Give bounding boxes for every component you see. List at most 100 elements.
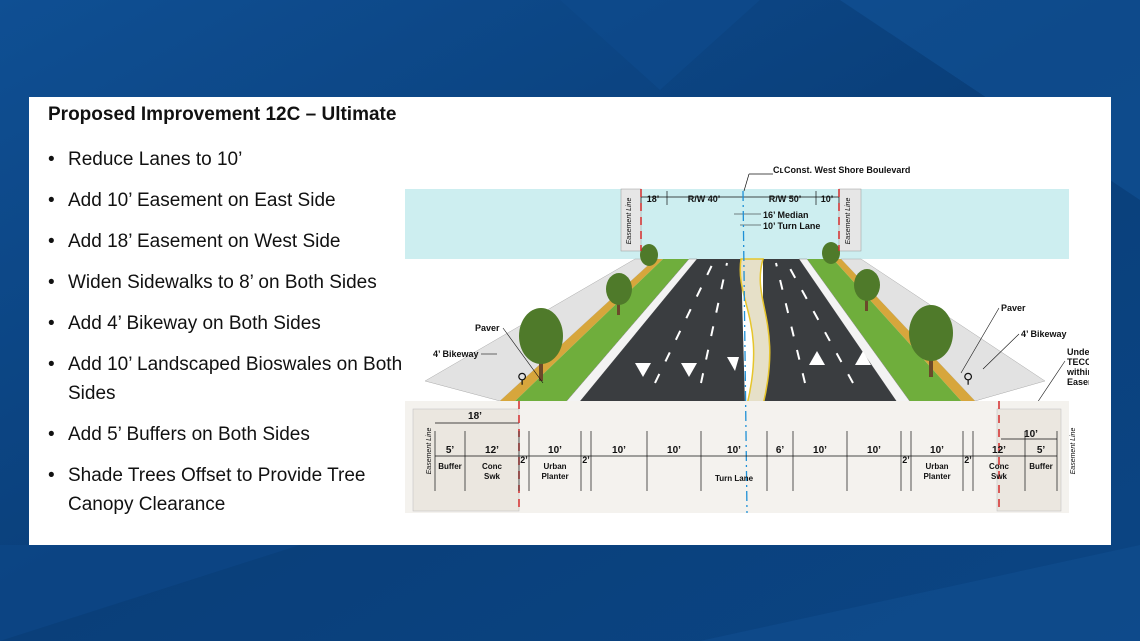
gap-dim: 2’ [964,455,972,465]
bottom-dim-ticks [434,431,1058,491]
left-roadway [577,259,745,405]
slide-title: Proposed Improvement 12C – Ultimate [48,104,397,125]
planter-right-label-1: Urban [925,462,948,471]
easement-line-label-top-right: Easement Line [845,198,852,245]
bullet-text: Widen Sidewalks to 8’ on Both Sides [68,272,377,293]
bullet-item: • Add 4’ Bikeway on Both Sides [48,309,408,338]
tree-trunk [865,295,868,311]
tree-trunk [617,299,620,315]
sidewalk-left-label-1: Conc [482,462,503,471]
down-arrow-icon [635,363,651,377]
bullet-dot-icon: • [48,190,55,211]
planter-left-dim: 10’ [548,445,562,456]
left-bikeway-label: 4’ Bikeway [433,349,479,359]
centerline-symbol: Cʟ [773,165,784,175]
road-cross-section-diagram: Easement Line Easement Line 18’ R/W 40’ … [405,165,1089,514]
bullet-item: •Shade Trees Offset to Provide Tree Cano… [48,461,408,519]
top-dim-rw40: R/W 40’ [688,194,721,204]
tree-icon [519,308,563,364]
sky-band [405,189,1069,259]
sidewalk-right-label-2: Swk [991,472,1008,481]
right-bikeway-label: 4’ Bikeway [1021,329,1067,339]
bullet-dot-icon: • [48,231,55,252]
tree-icon [822,242,840,264]
turn-lane-label: 10’ Turn Lane [763,221,820,231]
centerline-label: Const. West Shore Boulevard [784,165,910,175]
sidewalk-left-label-2: Swk [484,472,501,481]
left-paver-leader [502,327,544,384]
top-dim-rw50: R/W 50’ [769,194,802,204]
right-paver-label: Paver [1001,303,1026,313]
right-grass [807,259,963,403]
sidewalk-right-label-1: Conc [989,462,1010,471]
top-dim-18: 18’ [647,194,660,204]
right-paver-leader [960,307,1000,374]
top-dim-10: 10’ [821,194,834,204]
teco-label-line: Easement [1067,377,1089,387]
left-paver-label: Paver [475,323,500,333]
bullet-dot-icon: • [48,354,55,375]
right-easement-zone [996,408,1062,512]
lane-dim: 10’ [612,445,626,456]
centerline-leader [743,173,750,192]
left-easement-zone [412,408,520,512]
tree-trunk [929,347,933,377]
right-bikeway-leader [982,333,1020,370]
bullet-text: Add 10’ Landscaped Bioswales on Both Sid… [68,354,403,404]
planter-right-dim: 10’ [930,445,944,456]
right-roadway [763,259,899,405]
lane-dim: 10’ [867,445,881,456]
bicycle-icon: ⚲ [963,370,973,386]
buffer-right-label: Buffer [1029,462,1053,471]
bullet-text: Reduce Lanes to 10’ [68,149,243,170]
turn-lane-dim: 10’ [727,445,741,456]
up-arrow-icon [809,351,825,365]
bullet-dot-icon: • [48,272,55,293]
buffer-left-dim: 5’ [446,445,455,456]
lane-dim: 10’ [813,445,827,456]
gap-dim: 2’ [902,455,910,465]
tree-icon [640,244,658,266]
left-easement-width: 18’ [468,411,482,422]
bicycle-icon: ⚲ [517,370,527,386]
bullet-item: • Add 10’ Landscaped Bioswales on Both Si… [48,350,408,408]
tree-icon [606,273,632,305]
bullet-dot-icon: • [48,149,55,170]
lane-marking [775,262,806,384]
lane-marking [700,262,728,384]
right-tree-group [822,242,953,377]
content-card: Proposed Improvement 12C – Ultimate • Red… [29,97,1111,545]
sidewalk-left-dim: 12’ [485,445,499,456]
bullet-text: Shade Trees Offset to Provide Tree Canop… [68,465,366,515]
tree-icon [909,305,953,361]
gap-dim: 2’ [582,455,590,465]
easement-line-label-bottom-left: Easement Line [426,428,433,475]
bullet-text: Add 5’ Buffers on Both Sides [68,424,310,445]
planter-right-label-2: Planter [923,472,950,481]
median-label: 16’ Median [763,210,809,220]
teco-label-line: TECO Line [1067,357,1089,367]
gap-dim: 2’ [520,455,528,465]
planter-left-label-1: Urban [543,462,566,471]
improvement-list: • Reduce Lanes to 10’ • Add 10’ Easement o… [48,145,408,531]
lane-dim: 10’ [667,445,681,456]
tree-trunk [539,351,543,381]
bullet-dot-icon: • [48,313,55,334]
tree-icon [854,269,880,301]
bullet-item: • Widen Sidewalks to 8’ on Both Sides [48,268,408,297]
centerline [742,190,748,514]
bullet-text: Add 4’ Bikeway on Both Sides [68,313,321,334]
up-arrow-icon [855,351,871,365]
bullet-text: Add 10’ Easement on East Side [68,190,336,211]
bullet-text: Add 18’ Easement on West Side [68,231,341,252]
easement-line-label-bottom-right: Easement Line [1070,428,1077,475]
bullet-dot-icon: • [48,424,55,445]
bullet-item: • Add 18’ Easement on West Side [48,227,408,256]
bullet-item: • Add 5’ Buffers on Both Sides [48,420,408,449]
teco-label-line: Underground [1067,347,1089,357]
buffer-right-dim: 5’ [1037,445,1046,456]
turn-lane-bottom-label: Turn Lane [715,474,754,483]
down-arrow-icon [681,363,697,377]
turn-arrow-icon [727,357,739,371]
left-tree-group [519,244,658,381]
